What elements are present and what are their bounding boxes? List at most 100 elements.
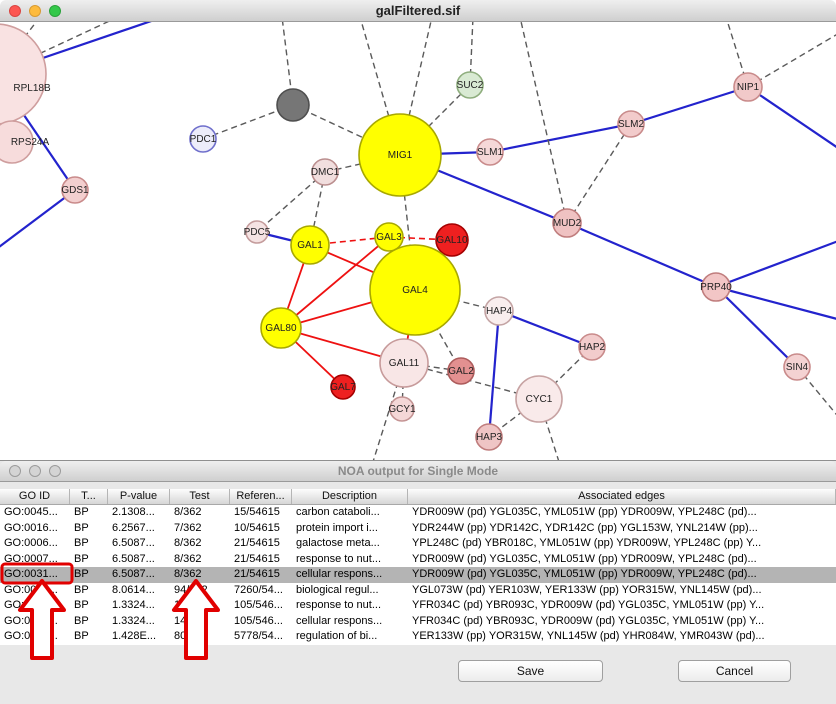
graph-node-RPL18B[interactable] — [0, 23, 47, 125]
zoom-icon[interactable] — [49, 465, 61, 477]
table-cell: 6.5087... — [112, 552, 155, 565]
graph-node-GAL10[interactable] — [435, 223, 469, 257]
network-graph: RPL18BRPS24AGDS1PDC1DMC1MIG1SUC2SLM1SLM2… — [0, 22, 836, 460]
column-header-t-[interactable]: T... — [70, 489, 108, 504]
graph-node-PDC5[interactable] — [245, 220, 269, 244]
graph-node-MIG1[interactable] — [358, 113, 442, 197]
table-cell: 8/362 — [174, 537, 202, 549]
graph-edge — [566, 221, 717, 289]
graph-node-GAL2[interactable] — [447, 357, 475, 385]
close-icon[interactable] — [9, 4, 21, 17]
graph-node-GAL7[interactable] — [330, 374, 356, 400]
save-button[interactable]: Save — [458, 660, 603, 682]
graph-edge — [399, 84, 471, 156]
graph-node-GAL1[interactable] — [290, 225, 330, 265]
graph-node-GAL3[interactable] — [374, 222, 404, 252]
graph-edge — [715, 240, 836, 289]
table-cell: carbon cataboli... — [296, 506, 380, 518]
graph-edge — [566, 123, 632, 224]
graph-node-DMC1[interactable] — [311, 158, 339, 186]
zoom-icon[interactable] — [49, 4, 61, 17]
graph-node-label: PDC5 — [244, 227, 271, 238]
graph-node-label: HAP2 — [579, 342, 606, 353]
graph-node-label: HAP3 — [476, 432, 503, 443]
table-cell: 6.2567... — [112, 521, 155, 534]
graph-node-HAP2[interactable] — [578, 333, 606, 361]
graph-edge — [256, 171, 326, 233]
graph-edge — [0, 189, 76, 248]
close-icon[interactable] — [9, 465, 21, 477]
table-cell: GO:0031... — [4, 614, 58, 627]
graph-node-SUC2[interactable] — [456, 71, 484, 99]
table-cell: BP — [74, 599, 89, 611]
window-controls — [9, 4, 61, 17]
column-header-referen-[interactable]: Referen... — [230, 489, 292, 504]
table-cell: 7260/54... — [234, 583, 283, 596]
table-cell: regulation of bi... — [296, 630, 378, 642]
graph-node-NIP1[interactable] — [733, 72, 763, 102]
column-header-go-id[interactable]: GO ID — [0, 489, 70, 504]
graph-node-GAL4[interactable] — [369, 244, 461, 336]
graph-edge — [715, 285, 836, 320]
graph-node-label: HAP4 — [486, 306, 513, 317]
graph-node-SIN4[interactable] — [783, 353, 811, 381]
column-header-associated-edges[interactable]: Associated edges — [408, 489, 836, 504]
graph-node-label: GAL2 — [448, 366, 474, 377]
minimize-icon[interactable] — [29, 465, 41, 477]
graph-node-SLM1[interactable] — [476, 138, 504, 166]
table-cell: 14/362 — [174, 614, 208, 627]
graph-node-label: GAL4 — [402, 285, 428, 296]
graph-edge — [280, 236, 390, 329]
table-cell: BP — [74, 506, 89, 518]
table-cell: 105/546... — [234, 614, 283, 627]
graph-node-HAP3[interactable] — [475, 423, 503, 451]
graph-node-PDC1[interactable] — [189, 125, 217, 153]
graph-node-GAL11[interactable] — [379, 338, 429, 388]
graph-node-HAP4[interactable] — [484, 296, 514, 326]
column-header-description[interactable]: Description — [292, 489, 408, 504]
graph-node-PRP40[interactable] — [701, 272, 731, 302]
graph-node-RPS24A[interactable] — [0, 120, 34, 164]
graph-node-unlabeled[interactable] — [276, 88, 310, 122]
window-controls-inactive — [9, 465, 61, 477]
graph-node-MUD2[interactable] — [552, 208, 582, 238]
graph-node-GCY1[interactable] — [389, 396, 415, 422]
graph-node-label: PDC1 — [190, 134, 217, 145]
graph-node-GDS1[interactable] — [61, 176, 89, 204]
table-cell: BP — [74, 568, 89, 580]
graph-node-label: MUD2 — [553, 218, 582, 229]
column-header-test[interactable]: Test — [170, 489, 230, 504]
table-cell: BP — [74, 583, 89, 596]
graph-edge — [202, 104, 294, 140]
graph-edge — [520, 22, 568, 224]
table-cell: 1.3324... — [112, 614, 155, 627]
minimize-icon[interactable] — [29, 4, 41, 17]
table-cell: GO:0045... — [4, 506, 58, 518]
graph-edge — [747, 34, 836, 88]
graph-edge — [498, 309, 593, 349]
cancel-button[interactable]: Cancel — [678, 660, 791, 682]
graph-node-SLM2[interactable] — [617, 110, 645, 138]
graph-node-label: SIN4 — [786, 362, 809, 373]
table-cell: 8/362 — [174, 552, 202, 565]
graph-node-label: RPS24A — [11, 137, 50, 148]
graph-node-label: SLM1 — [477, 147, 504, 158]
network-window-title: galFiltered.sif — [375, 3, 461, 18]
graph-node-label: GAL10 — [436, 235, 468, 246]
column-header-p-value[interactable]: P-value — [108, 489, 170, 504]
table-cell: YDR009W (pd) YGL035C, YML051W (pp) YDR00… — [412, 506, 757, 518]
graph-node-CYC1[interactable] — [515, 375, 563, 423]
graph-node-label: GAL11 — [389, 358, 420, 369]
graph-node-GAL80[interactable] — [260, 307, 302, 349]
